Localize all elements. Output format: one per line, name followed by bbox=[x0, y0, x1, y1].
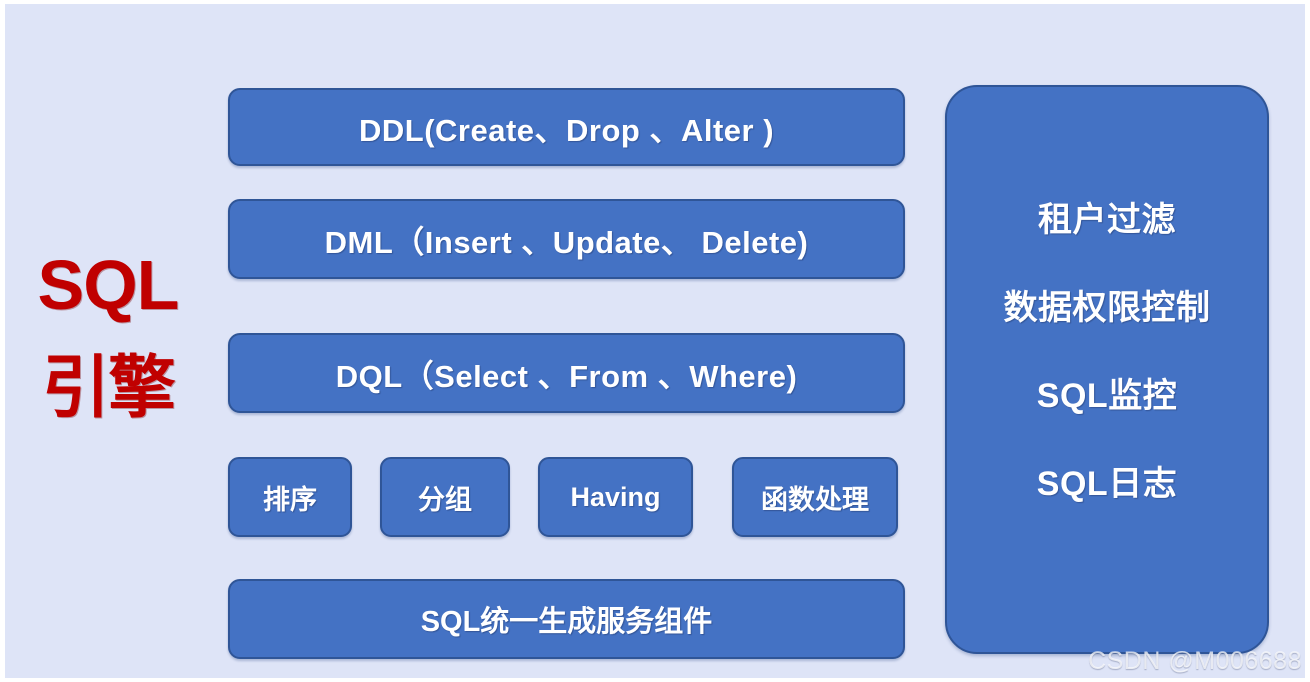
clause-box-function-label: 函数处理 bbox=[761, 484, 869, 515]
layer-box-dql-label: DQL（Select 、From 、Where) bbox=[335, 358, 798, 394]
watermark: CSDN @M006688 bbox=[1088, 647, 1302, 675]
capability-item-data-permission[interactable]: 数据权限控制 bbox=[1003, 289, 1211, 327]
layer-box-dql[interactable]: DQL（Select 、From 、Where) bbox=[228, 333, 905, 413]
capability-panel[interactable]: 租户过滤 数据权限控制 SQL监控 SQL日志 bbox=[945, 85, 1269, 654]
layer-box-unified-service[interactable]: SQL统一生成服务组件 bbox=[228, 579, 905, 659]
clause-box-having[interactable]: Having bbox=[538, 457, 693, 537]
engine-label-line-en: SQL bbox=[37, 246, 180, 324]
clause-box-having-label: Having bbox=[570, 481, 661, 512]
layer-box-dml-label: DML（Insert 、Update、 Delete) bbox=[324, 224, 809, 260]
clause-box-group-label: 分组 bbox=[418, 484, 472, 515]
clause-box-function[interactable]: 函数处理 bbox=[732, 457, 898, 537]
capability-item-tenant-filter[interactable]: 租户过滤 bbox=[1038, 201, 1176, 239]
engine-label: SQL 引擎 bbox=[8, 246, 208, 426]
capability-item-sql-monitor[interactable]: SQL监控 bbox=[1036, 377, 1178, 415]
layer-box-ddl-label: DDL(Create、Drop 、Alter ) bbox=[358, 112, 775, 148]
clause-box-sort[interactable]: 排序 bbox=[228, 457, 352, 537]
engine-label-line-cn: 引擎 bbox=[41, 349, 176, 426]
layer-box-unified-service-label: SQL统一生成服务组件 bbox=[420, 606, 713, 638]
layer-box-ddl[interactable]: DDL(Create、Drop 、Alter ) bbox=[228, 88, 905, 166]
capability-item-sql-log[interactable]: SQL日志 bbox=[1036, 465, 1178, 503]
clause-box-sort-label: 排序 bbox=[263, 484, 317, 515]
layer-box-dml[interactable]: DML（Insert 、Update、 Delete) bbox=[228, 199, 905, 279]
clause-box-group[interactable]: 分组 bbox=[380, 457, 510, 537]
